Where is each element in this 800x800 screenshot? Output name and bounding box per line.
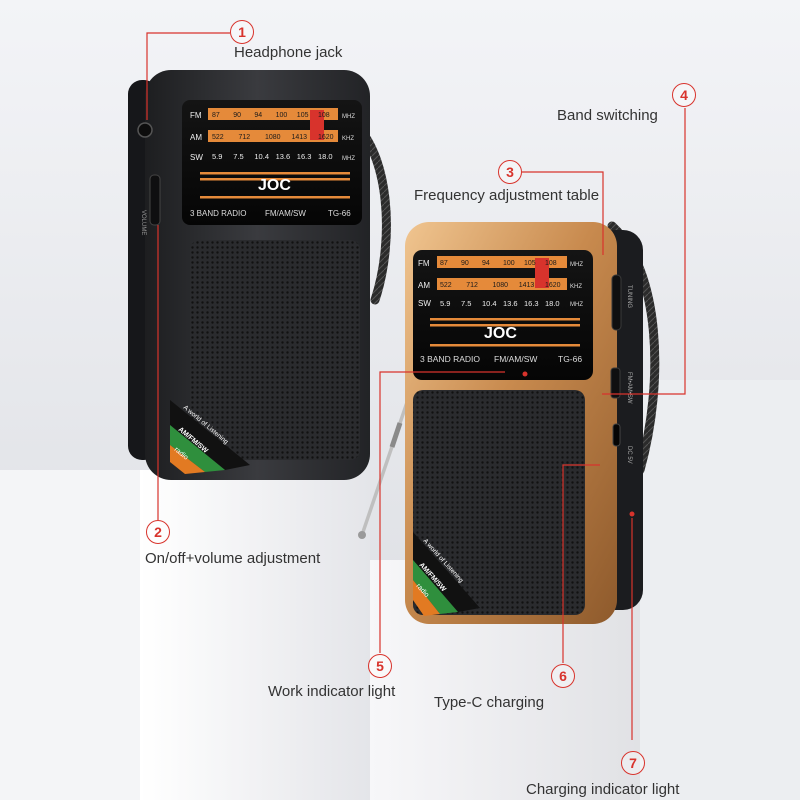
work-indicator-light-icon — [522, 371, 528, 377]
gold-side-dc: DC 5V — [626, 446, 632, 464]
gold-sw-label: SW — [418, 299, 431, 308]
gold-am-unit: KHZ — [570, 284, 582, 290]
pedestal-far-right — [640, 380, 800, 800]
dark-sw-scale: 5.9 7.5 10.4 13.6 16.3 18.0 — [212, 152, 333, 161]
gold-model: TG-66 — [558, 354, 582, 364]
dark-sw-label: SW — [190, 153, 203, 162]
dark-am-scale: 522 712 1080 1413 1620 — [212, 134, 334, 141]
dial-scale-number: 18.0 — [545, 299, 560, 308]
type-c-port-icon — [612, 423, 621, 447]
dial-scale-number: 10.4 — [482, 299, 497, 308]
gold-model-line: 3 BAND RADIO — [420, 354, 480, 364]
dial-scale-number: 1080 — [493, 282, 509, 289]
gold-sw-unit: MHZ — [570, 302, 583, 308]
gold-brand-logo: JOC — [484, 325, 517, 342]
dial-scale-number: 1413 — [519, 282, 535, 289]
dark-sw-unit: MHZ — [342, 156, 355, 162]
dial-scale-number: 108 — [545, 260, 557, 267]
dial-scale-number: 1620 — [318, 134, 334, 141]
dial-scale-number: 87 — [440, 260, 448, 267]
dark-speaker-grille — [190, 240, 360, 460]
dial-scale-number: 13.6 — [276, 152, 291, 161]
dial-scale-number: 94 — [254, 112, 262, 119]
gold-am-label: AM — [418, 281, 430, 290]
callout-5-badge: 5 — [368, 654, 392, 678]
dial-scale-number: 90 — [233, 112, 241, 119]
dial-scale-number: 522 — [440, 282, 452, 289]
dial-scale-number: 1080 — [265, 134, 281, 141]
gold-radio: FM AM SW MHZ KHZ MHZ 87 90 94 100 105 108 522… — [358, 221, 660, 624]
dark-fm-label: FM — [190, 111, 202, 120]
gold-fm-scale: 87 90 94 100 105 108 — [440, 260, 557, 267]
callout-7-badge: 7 — [621, 751, 645, 775]
dial-scale-number: 108 — [318, 112, 330, 119]
callout-2-badge: 2 — [146, 520, 170, 544]
gold-am-scale: 522 712 1080 1413 1620 — [440, 282, 561, 289]
gold-side-band-switch: FM•AM•SW — [626, 372, 632, 404]
dial-scale-number: 522 — [212, 134, 224, 141]
dial-scale-number: 100 — [276, 112, 288, 119]
dial-scale-number: 94 — [482, 260, 490, 267]
callout-4-badge: 4 — [672, 83, 696, 107]
headphone-jack-icon — [137, 122, 153, 138]
pedestal-left — [0, 470, 140, 800]
dial-scale-number: 7.5 — [461, 299, 471, 308]
band-switch-icon — [610, 367, 621, 399]
callout-6-label: Type-C charging — [434, 694, 545, 711]
gold-speaker-grille — [413, 390, 585, 615]
dial-scale-number: 10.4 — [254, 152, 269, 161]
callout-1-badge: 1 — [230, 20, 254, 44]
pedestal-center — [140, 470, 370, 800]
tuning-wheel-icon — [611, 274, 622, 331]
dial-scale-number: 712 — [466, 282, 478, 289]
dial-scale-number: 90 — [461, 260, 469, 267]
dark-model: TG-66 — [328, 209, 351, 218]
dial-scale-number: 16.3 — [297, 152, 312, 161]
callout-3-badge: 3 — [498, 160, 522, 184]
gold-sticker: A world of Listening AM/FM/SW radio — [413, 532, 480, 616]
dial-scale-number: 7.5 — [233, 152, 243, 161]
dark-bands-text: FM/AM/SW — [265, 209, 306, 218]
dark-fm-scale: 87 90 94 100 105 108 — [212, 112, 330, 119]
dial-scale-number: 105 — [297, 112, 309, 119]
gold-side-tuning: TUNING — [626, 285, 632, 308]
callout-7-label: Charging indicator light — [526, 781, 680, 798]
dark-radio: VOLUME FM AM SW MHZ KHZ MHZ 87 90 94 100 105… — [128, 70, 391, 480]
volume-wheel-icon — [149, 174, 161, 226]
gold-sw-scale: 5.9 7.5 10.4 13.6 16.3 18.0 — [440, 299, 560, 308]
dark-model-line: 3 BAND RADIO — [190, 209, 246, 218]
callout-3-label: Frequency adjustment table — [414, 187, 600, 204]
callout-2-label: On/off+volume adjustment — [145, 550, 321, 567]
dial-scale-number: 100 — [503, 260, 515, 267]
dial-scale-number: 1413 — [292, 134, 308, 141]
dark-brand-logo: JOC — [258, 177, 291, 194]
gold-bands-text: FM/AM/SW — [494, 354, 537, 364]
dial-scale-number: 13.6 — [503, 299, 518, 308]
charging-indicator-light-icon — [629, 511, 635, 517]
gold-fm-unit: MHZ — [570, 262, 583, 268]
callout-5-label: Work indicator light — [268, 683, 396, 700]
gold-fm-label: FM — [418, 259, 430, 268]
dark-am-label: AM — [190, 133, 202, 142]
dial-scale-number: 16.3 — [524, 299, 539, 308]
dial-scale-number: 5.9 — [440, 299, 450, 308]
dark-fm-unit: MHZ — [342, 114, 355, 120]
dial-scale-number: 105 — [524, 260, 536, 267]
dark-side-volume: VOLUME — [140, 210, 146, 235]
dial-scale-number: 712 — [239, 134, 251, 141]
dial-scale-number: 18.0 — [318, 152, 333, 161]
dial-scale-number: 5.9 — [212, 152, 222, 161]
dial-scale-number: 87 — [212, 112, 220, 119]
dark-am-unit: KHZ — [342, 136, 354, 142]
callout-1-label: Headphone jack — [234, 44, 343, 61]
callout-lines — [146, 32, 686, 740]
dial-scale-number: 1620 — [545, 282, 561, 289]
callout-6-badge: 6 — [551, 664, 575, 688]
callout-4-label: Band switching — [557, 107, 658, 124]
